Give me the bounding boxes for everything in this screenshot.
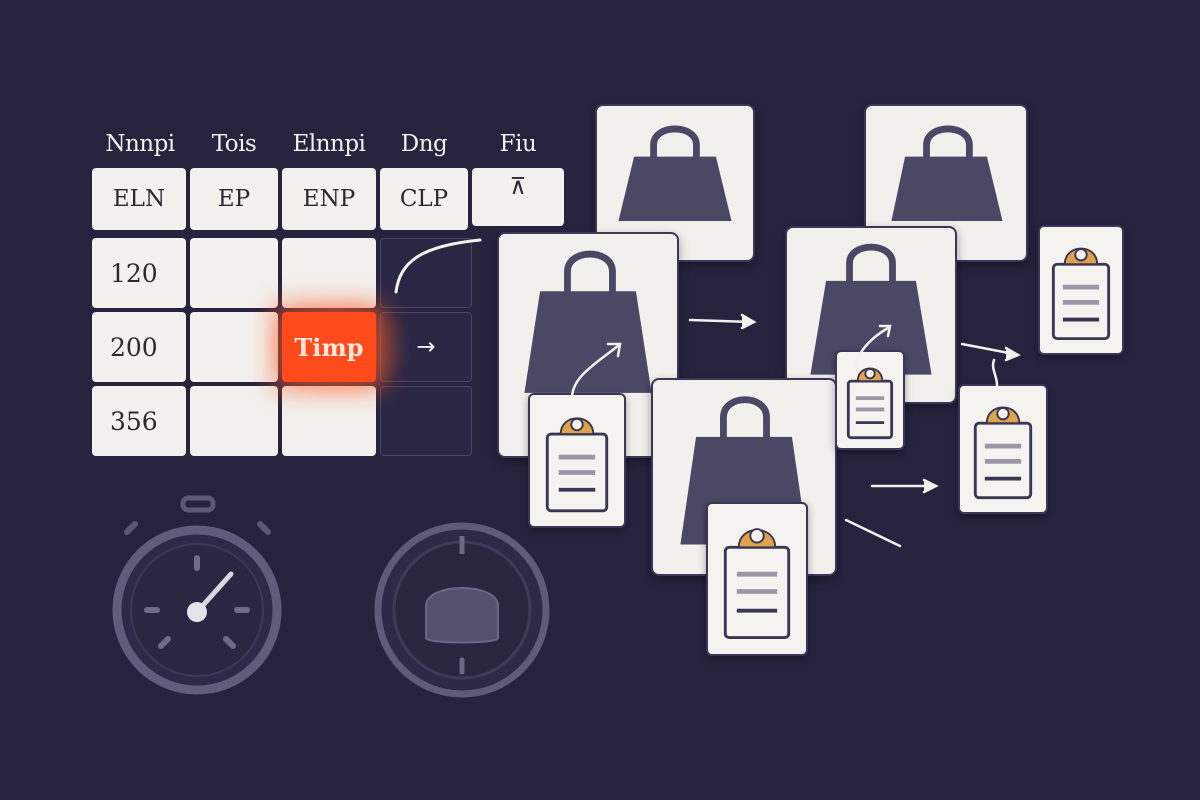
arrow-tag-right-icon xyxy=(960,342,1021,362)
table-cell-r2c1[interactable]: 200 xyxy=(92,312,186,382)
column-header-2[interactable]: Tois xyxy=(211,131,257,157)
subheader-cell-4[interactable]: CLP xyxy=(380,168,468,230)
column-header-3[interactable]: Elnnpi xyxy=(292,131,366,157)
price-tag-5[interactable] xyxy=(706,502,808,656)
column-header-5[interactable]: Fiu xyxy=(499,131,537,157)
shopping-bag-icon xyxy=(891,125,1003,222)
price-tag-4[interactable] xyxy=(958,384,1048,514)
table-cell-r2c3-highlighted[interactable]: Timp xyxy=(282,312,376,382)
subheader-cell-2[interactable]: EP xyxy=(190,168,278,230)
clipboard-tag-icon xyxy=(846,367,894,440)
price-tag-3[interactable] xyxy=(1038,225,1124,355)
shopping-bag-icon xyxy=(618,125,732,222)
arrow-right-icon xyxy=(688,313,757,330)
clipboard-tag-icon xyxy=(973,406,1033,500)
clipboard-tag-icon xyxy=(1051,247,1111,341)
arrow-up-right-icon xyxy=(570,342,622,400)
arrow-small-up-icon xyxy=(854,324,892,368)
subheader-cell-1[interactable]: ELN xyxy=(92,168,186,230)
column-header-4[interactable]: Dng xyxy=(400,131,448,157)
subheader-cell-5[interactable]: ⊼ xyxy=(472,168,564,226)
clipboard-tag-icon xyxy=(545,417,609,513)
stopwatch-icon[interactable] xyxy=(105,490,290,705)
column-header-1[interactable]: Nnnpi xyxy=(105,131,175,157)
arrow-lower-right-icon xyxy=(870,478,939,494)
table-cell-r3c1[interactable]: 356 xyxy=(92,386,186,456)
price-tag-1[interactable] xyxy=(528,393,626,528)
connector-line-small xyxy=(991,358,999,394)
subheader-cell-3[interactable]: ENP xyxy=(282,168,376,230)
connector-line xyxy=(844,518,902,548)
shopping-bag-icon xyxy=(524,250,652,393)
connector-curve xyxy=(394,238,482,294)
price-tag-2[interactable] xyxy=(835,350,905,450)
table-cell-r1c1[interactable]: 120 xyxy=(92,238,186,308)
dial-knob-icon[interactable] xyxy=(372,520,552,702)
clipboard-tag-icon xyxy=(723,528,791,640)
